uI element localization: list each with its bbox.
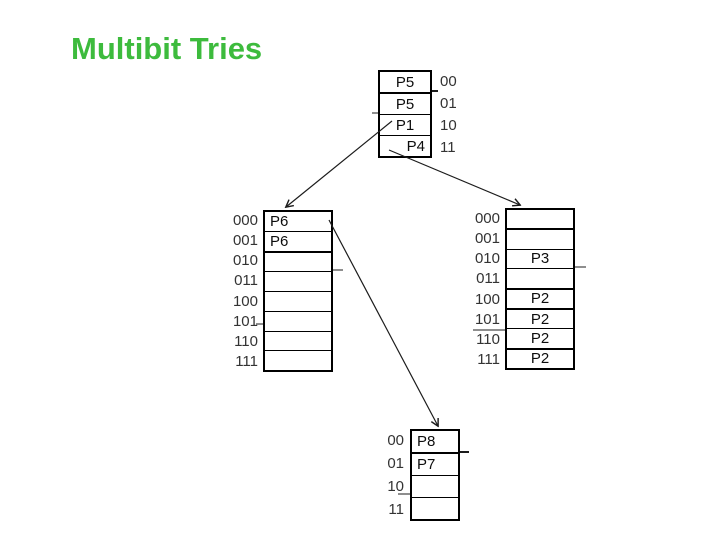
- right-child-table-bit-label-001: 001: [474, 229, 500, 247]
- right-child-table-bit-label-101: 101: [474, 310, 500, 328]
- right-child-table-bit-label-100: 100: [474, 290, 500, 308]
- right-child-table-cell-101: P2: [507, 310, 573, 330]
- left-child-table-cell-001: P6: [265, 232, 331, 253]
- right-child-table-bit-label-111: 111: [477, 351, 500, 369]
- bottom-child-table-cell-10: [412, 476, 458, 498]
- right-child-table-cell-001: [507, 230, 573, 250]
- bottom-child-table-bit-label-11: 11: [388, 501, 404, 518]
- left-child-table-bit-label-011: 011: [234, 272, 258, 290]
- right-child-table-cell-110: P2: [507, 329, 573, 350]
- right-child-table-cell-000: [507, 210, 573, 231]
- root-stride-table-cell-00: P5: [380, 72, 430, 94]
- arrow-left-000-to-bottom-table: [328, 219, 438, 426]
- left-child-table-bit-label-101: 101: [232, 312, 258, 330]
- left-child-table-cell-101: [265, 312, 331, 332]
- root-stride-table-bit-label-10: 10: [440, 116, 457, 134]
- arrow-root-11-to-right-table: [388, 149, 520, 205]
- root-stride-table-bit-label-11: 11: [440, 138, 456, 156]
- left-child-table-bit-label-010: 010: [232, 252, 258, 270]
- right-child-table-cell-111: P2: [530, 350, 550, 368]
- bottom-child-table-cell-01: P7: [412, 454, 458, 476]
- left-child-table-cell-011: [265, 272, 331, 292]
- left-child-table-cell-110: [265, 332, 331, 352]
- right-child-table-bit-label-011: 011: [476, 270, 500, 288]
- right-child-table-bit-label-010: 010: [474, 250, 500, 268]
- right-child-table-bit-label-110: 110: [476, 331, 500, 349]
- bottom-child-table-bit-labels: 00 01 10 11: [374, 429, 408, 521]
- bottom-child-table-bit-label-00: 00: [387, 432, 404, 449]
- arrow-root-10-to-left-table: [286, 120, 393, 207]
- left-child-table-bit-label-110: 110: [234, 333, 258, 351]
- left-child-table-bit-label-001: 001: [232, 231, 258, 249]
- left-child-table-bit-label-000: 000: [232, 211, 258, 229]
- root-stride-table-bit-labels: 00 01 10 11: [432, 70, 468, 158]
- right-child-table-bit-labels: 000 001 010 011 100 101 110 111: [466, 208, 504, 370]
- root-stride-table-cell-01: P5: [380, 94, 430, 115]
- left-child-table-bit-label-100: 100: [232, 292, 258, 310]
- left-child-table-cell-000: P6: [265, 212, 331, 232]
- slide-title: Multibit Tries: [71, 31, 263, 66]
- root-stride-table-cell-11: P4: [406, 137, 425, 155]
- right-child-table-cell-010: P3: [507, 250, 573, 270]
- root-stride-table-bit-label-01: 01: [440, 94, 457, 112]
- left-child-table-cell-010: [265, 253, 331, 273]
- left-child-table-bit-label-111: 111: [235, 353, 258, 371]
- bottom-child-table-cell-00: P8: [412, 431, 458, 454]
- bottom-child-table-cell-11: [412, 498, 458, 519]
- right-child-table-cell-011: [507, 269, 573, 290]
- bottom-child-table-bit-label-01: 01: [387, 455, 404, 472]
- left-child-table-bit-labels: 000 001 010 011 100 101 110 111: [226, 210, 262, 372]
- bottom-child-table-bit-label-10: 10: [387, 478, 404, 495]
- right-child-table-bit-label-000: 000: [474, 209, 500, 227]
- right-child-table-cell-100: P2: [507, 290, 573, 310]
- root-stride-table-cell-10: P1: [380, 115, 430, 136]
- left-child-table-cell-111: [265, 351, 331, 370]
- root-stride-table-bit-label-00: 00: [440, 72, 457, 90]
- left-child-table-cell-100: [265, 292, 331, 312]
